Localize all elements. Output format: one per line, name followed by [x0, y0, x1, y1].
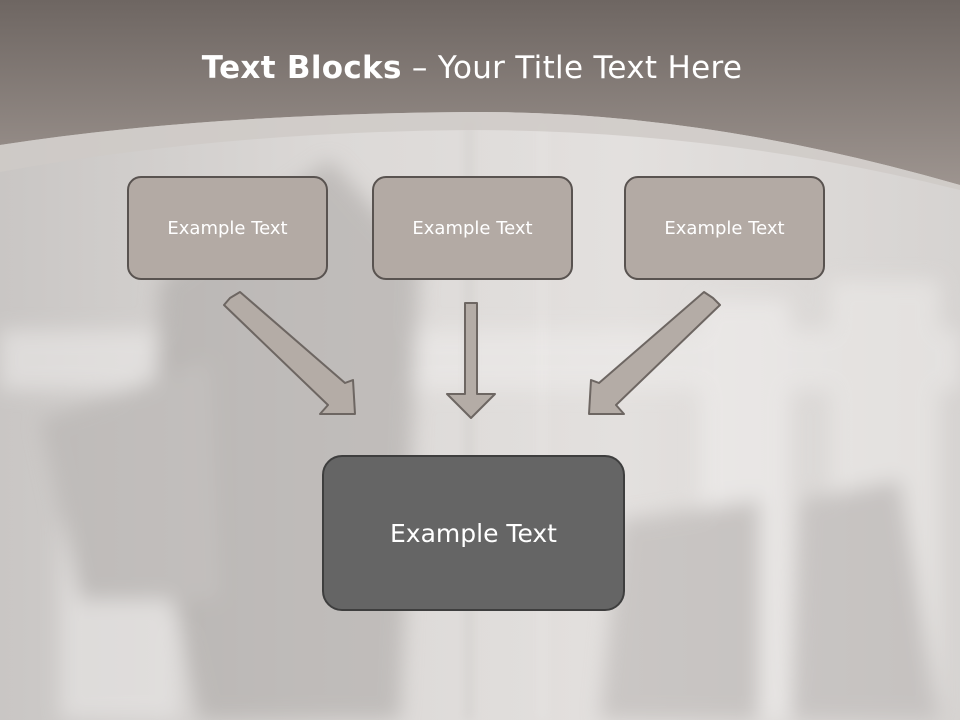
center-text-block: Example Text — [322, 455, 625, 611]
arrow-left-icon — [223, 291, 356, 415]
text-block-2-label: Example Text — [412, 217, 533, 239]
arrow-right-icon — [588, 291, 721, 415]
arrow-center-icon — [446, 302, 496, 419]
text-block-2: Example Text — [372, 176, 573, 280]
title-dash: – — [401, 50, 438, 86]
page-title: Text Blocks – Your Title Text Here — [0, 50, 944, 86]
center-text-block-label: Example Text — [390, 518, 557, 548]
title-rest: Your Title Text Here — [437, 50, 743, 86]
text-block-1-label: Example Text — [167, 217, 288, 239]
text-block-1: Example Text — [127, 176, 328, 280]
text-block-3: Example Text — [624, 176, 825, 280]
title-bold: Text Blocks — [201, 50, 402, 86]
text-block-3-label: Example Text — [664, 217, 785, 239]
